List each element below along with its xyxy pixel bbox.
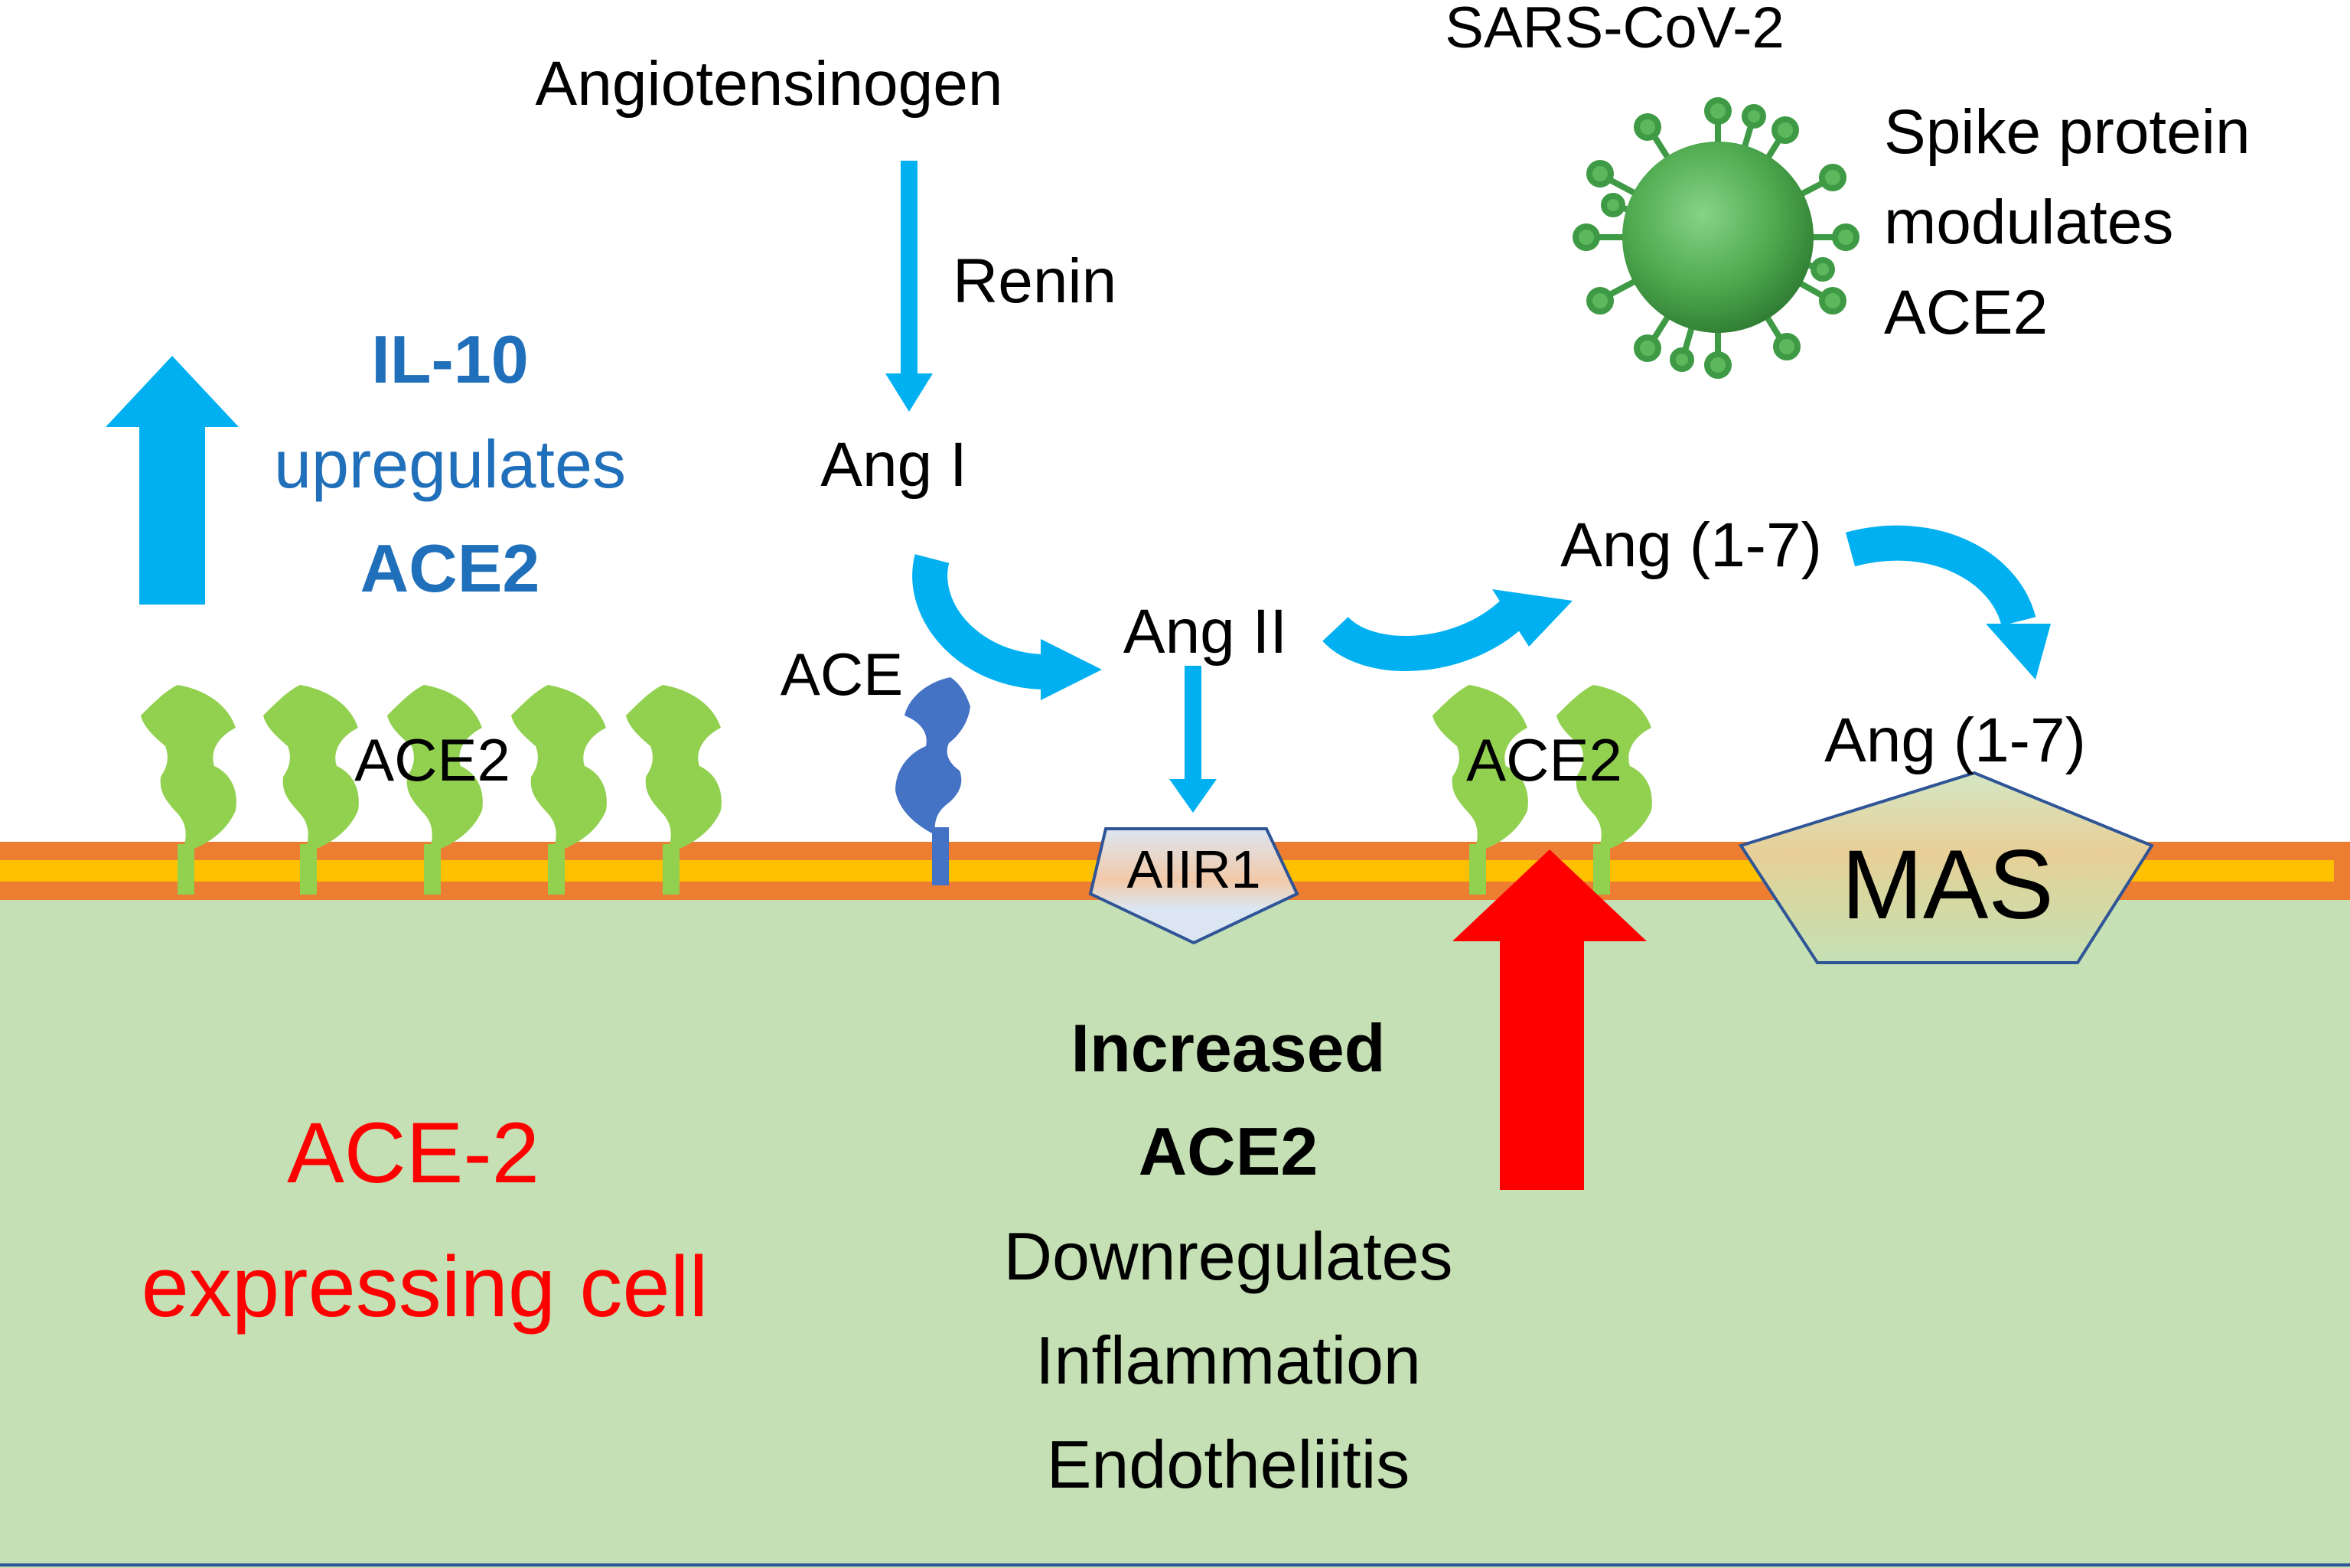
cell-body	[0, 888, 2350, 1568]
ang1-label: Ang I	[820, 430, 966, 500]
spike-modulates-label: modulates	[1884, 187, 2173, 257]
endotheliitis-label: Endotheliitis	[1047, 1426, 1410, 1502]
inflammation-label: Inflammation	[1035, 1322, 1421, 1398]
ace2-label-right: ACE2	[1466, 726, 1622, 794]
ace-label: ACE	[781, 641, 903, 708]
ang17-to-mas-arrow	[1845, 525, 2051, 680]
mas-receptor	[1738, 771, 2154, 964]
sars-cov-2-label: SARS-CoV-2	[1445, 0, 1785, 60]
downregulates-label: Downregulates	[1004, 1218, 1453, 1294]
virus-icon	[1573, 97, 1859, 379]
increased-label: Increased	[1071, 1010, 1386, 1086]
ang2-to-aiir1-arrow	[1169, 666, 1217, 813]
ang17-upper-label: Ang (1-7)	[1560, 510, 1822, 580]
renin-label: Renin	[953, 246, 1116, 316]
ang2-label: Ang II	[1123, 597, 1287, 667]
il10-upregulates-label: upregulates	[274, 426, 626, 502]
cell-type-label-line2: expressing cell	[142, 1239, 709, 1335]
angiotensinogen-label: Angiotensinogen	[536, 49, 1003, 119]
il10-label: IL-10	[371, 321, 528, 397]
mas-label: MAS	[1841, 830, 2053, 940]
spike-ace2-label: ACE2	[1884, 278, 2048, 347]
ace-conversion-arrow	[912, 554, 1102, 700]
renin-arrow	[885, 161, 933, 412]
aiir1-receptor	[1088, 827, 1299, 945]
il10-ace2-label: ACE2	[360, 530, 540, 606]
il10-up-arrow	[106, 356, 239, 605]
cell-type-label: ACE-2	[287, 1105, 539, 1201]
aiir1-label: AIIR1	[1126, 839, 1260, 899]
ace2-conversion-arrow	[1322, 589, 1573, 671]
spike-protein-label: Spike protein	[1884, 97, 2251, 167]
ace2-label-left: ACE2	[354, 726, 510, 794]
increased-ace2-arrow	[1452, 849, 1647, 1190]
ang17-lower-label: Ang (1-7)	[1824, 706, 2086, 775]
increased-ace2-label: ACE2	[1139, 1113, 1318, 1189]
